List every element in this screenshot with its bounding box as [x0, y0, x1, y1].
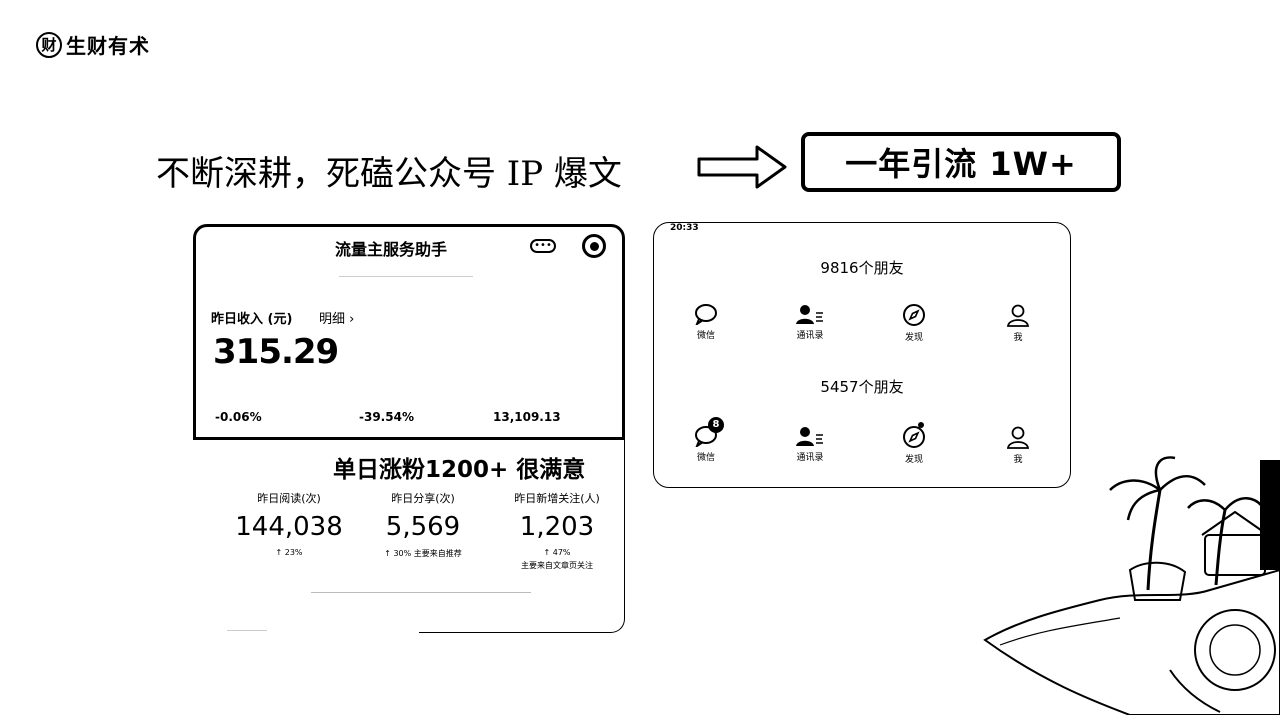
- stat-label: 昨日新增关注(人): [514, 492, 600, 505]
- tab-label: 通讯录: [796, 331, 824, 341]
- contacts-icon: [796, 305, 823, 324]
- person-icon: [1006, 426, 1030, 449]
- tab-label: 发现: [904, 455, 923, 465]
- person-icon: [1006, 304, 1030, 327]
- divider: [227, 630, 267, 631]
- creator-stats-card: 流量主服务助手 ••• 昨日收入 (元) 明细 › 315.29 -0.06% …: [193, 224, 625, 634]
- tab-contacts[interactable]: 通讯录: [780, 303, 840, 341]
- right-arrow-icon: [697, 145, 787, 189]
- logo-mark-icon: 财: [36, 31, 62, 58]
- island-illustration-icon: [983, 456, 1280, 715]
- stat-label: 昨日分享(次): [391, 492, 455, 505]
- assistant-title: 流量主服务助手: [335, 240, 448, 259]
- chat-bubble-icon: [695, 304, 717, 325]
- compass-icon: [903, 304, 925, 326]
- card-frame-top: [193, 224, 625, 440]
- tab-discover[interactable]: 发现: [884, 303, 944, 343]
- stat-shares: 昨日分享(次) 5,569 ↑ 30% 主要来自推荐: [353, 490, 493, 559]
- card-frame-bottom: [419, 440, 625, 633]
- footnote-placeholder: [311, 588, 531, 598]
- logo-brand-text: 生财有术: [66, 34, 150, 58]
- stat-reads: 昨日阅读(次) 144,038 ↑ 23%: [219, 490, 359, 557]
- income-value: 315.29: [213, 332, 339, 372]
- stat-change-note: 主要来自推荐: [413, 549, 462, 558]
- tab-discover[interactable]: 发现: [884, 422, 944, 465]
- brand-logo: 财 生财有术: [36, 30, 150, 59]
- tab-label: 我: [1013, 455, 1023, 465]
- tab-label: 发现: [904, 333, 923, 343]
- wechat-friends-card: 20:33 9816个朋友 微信 通讯录 发现 我 5457个朋友 8 微信 通…: [653, 222, 1071, 488]
- tab-label: 微信: [696, 331, 715, 341]
- notification-dot: [918, 422, 924, 428]
- account-name-placeholder: [339, 276, 473, 277]
- tab-label: 通讯录: [796, 453, 824, 463]
- more-dots-icon[interactable]: •••: [530, 239, 556, 253]
- stat-value: 5,569: [385, 512, 461, 542]
- tab-chats[interactable]: 微信: [676, 303, 736, 341]
- stat-value: 1,203: [519, 512, 595, 542]
- stat-change: ↑ 30% 主要来自推荐: [353, 548, 493, 559]
- metric-value: -39.54%: [359, 410, 414, 424]
- tab-label: 微信: [696, 453, 715, 463]
- chat-bubble-icon: [695, 426, 717, 447]
- fans-growth-title: 单日涨粉1200+ 很满意: [333, 457, 586, 483]
- headline-text: 不断深耕，死磕公众号 IP 爆文: [156, 154, 622, 194]
- tab-bar: 微信 通讯录 发现 我: [654, 303, 1070, 351]
- stat-change: ↑ 23%: [275, 548, 303, 557]
- stat-label: 昨日阅读(次): [257, 492, 321, 505]
- tab-label: 我: [1013, 333, 1023, 343]
- income-label: 昨日收入 (元): [211, 312, 293, 327]
- tab-contacts[interactable]: 通讯录: [780, 425, 840, 463]
- status-time: 20:33: [670, 223, 699, 233]
- target-icon[interactable]: [582, 234, 606, 258]
- stat-value: 144,038: [235, 512, 343, 542]
- tab-bar: 8 微信 通讯录 发现 我: [654, 417, 1070, 473]
- tab-me[interactable]: 我: [988, 425, 1048, 465]
- contacts-icon: [796, 427, 823, 446]
- stat-change-value: ↑ 30%: [384, 549, 412, 558]
- friends-count: 5457个朋友: [820, 378, 904, 396]
- stat-new-follows: 昨日新增关注(人) 1,203 ↑ 47% 主要来自文章页关注: [487, 490, 627, 571]
- stat-change-note: 主要来自文章页关注: [521, 561, 593, 570]
- metric-value: -0.06%: [215, 410, 262, 424]
- tab-me[interactable]: 我: [988, 303, 1048, 343]
- income-detail-link[interactable]: 明细 ›: [319, 312, 355, 327]
- tab-chats[interactable]: 8 微信: [676, 417, 736, 463]
- compass-icon: [903, 426, 925, 448]
- stat-change: ↑ 47%: [543, 548, 571, 557]
- unread-badge: 8: [708, 417, 724, 433]
- friends-count: 9816个朋友: [820, 259, 904, 277]
- headline-badge: 一年引流 1W+: [801, 132, 1121, 192]
- metric-value: 13,109.13: [493, 410, 561, 424]
